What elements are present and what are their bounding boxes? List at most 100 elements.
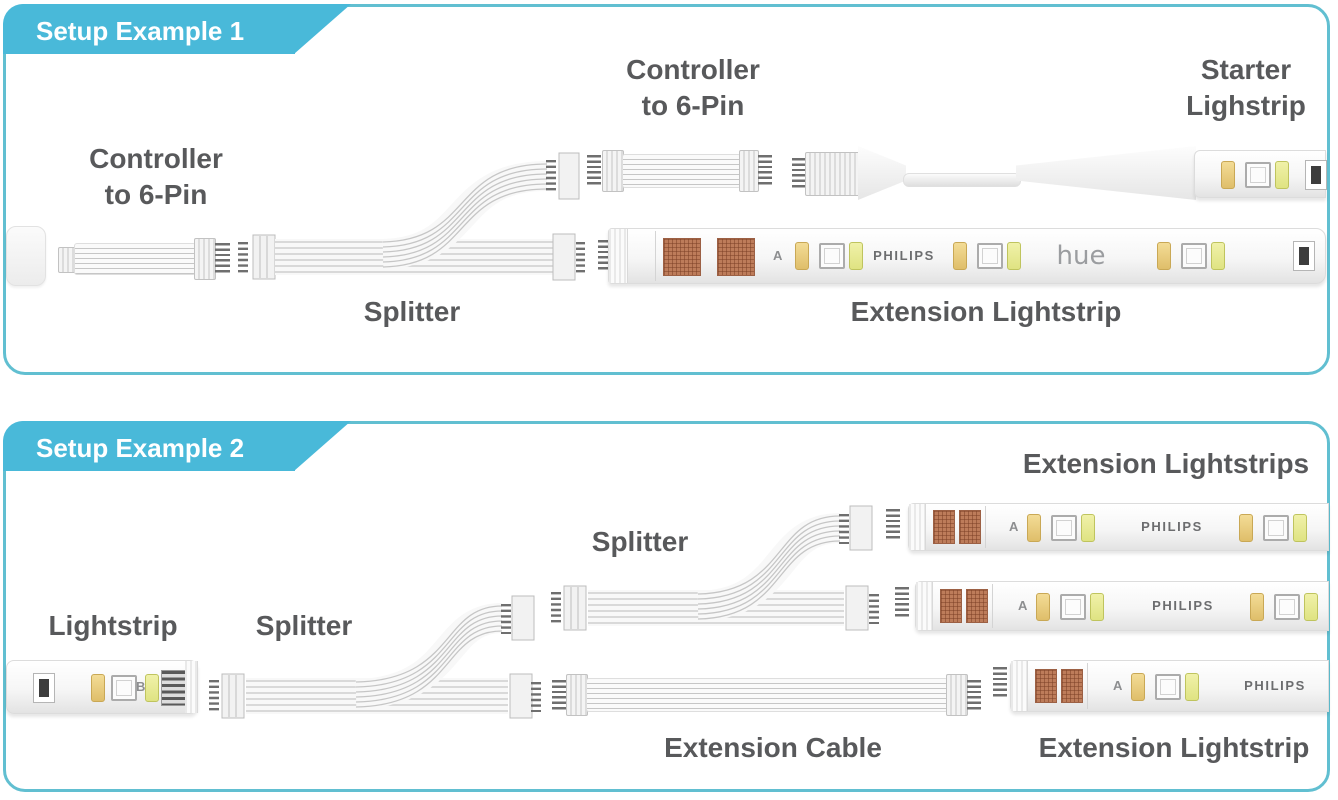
connector-pins	[993, 667, 1007, 699]
copper-pad	[717, 238, 755, 276]
six-pin-connector	[509, 673, 533, 719]
copper-pad	[663, 238, 701, 276]
setup-example-2-tab-slant	[294, 421, 351, 471]
chip-module	[819, 243, 845, 269]
led-module	[1090, 593, 1104, 621]
led-module	[1221, 161, 1235, 189]
lightstrip: B	[6, 660, 198, 714]
six-pin-connector	[849, 505, 873, 551]
ribbon-cable	[622, 154, 741, 188]
connector-pins	[792, 158, 805, 188]
splitter-cable-lower	[209, 595, 541, 719]
cut-mark-a: A	[1009, 519, 1019, 534]
thin-cable	[903, 173, 1021, 187]
copper-pad	[933, 510, 955, 544]
connector-pins	[895, 587, 909, 619]
six-pin-connector	[558, 152, 580, 200]
connector-pins	[552, 680, 566, 710]
six-pin-connector	[511, 595, 535, 641]
chip-module	[1245, 162, 1271, 188]
setup-example-2-tab	[3, 421, 295, 471]
connector-pins	[967, 680, 981, 710]
strip-end-cap	[916, 582, 933, 630]
splitter-upper-label: Splitter	[591, 526, 689, 557]
led-module	[1239, 514, 1253, 542]
lightstrip-label: Lightstrip	[48, 610, 178, 641]
six-pin-connector	[194, 238, 216, 280]
extension-lightstrip-label: Extension Lightstrip	[850, 296, 1122, 327]
copper-pad	[940, 589, 962, 623]
strip-end-cap	[909, 504, 926, 550]
hue-logo: hue	[1056, 241, 1106, 271]
led-module	[1081, 514, 1095, 542]
extension-lightstrip-3-label: Extension Lightstrip	[1038, 732, 1310, 763]
splitter-branch	[697, 513, 841, 621]
connector-pins	[886, 509, 900, 541]
six-pin-connector	[739, 150, 759, 192]
setup-example-2-title: Setup Example 2	[36, 433, 245, 463]
starter-lightstrip-label: Starter Lighstrip	[1186, 54, 1306, 121]
cable-funnel	[1016, 146, 1196, 200]
controller-end-block	[6, 226, 46, 286]
six-pin-connector	[552, 233, 576, 281]
controller-to-6pin-top-label: Controller to 6-Pin	[626, 54, 760, 121]
ribbon-cable	[74, 243, 196, 275]
copper-pad	[1061, 669, 1083, 703]
setup-example-1-title: Setup Example 1	[36, 16, 245, 46]
led-module	[1211, 242, 1225, 270]
led-module	[1007, 242, 1021, 270]
six-pin-connector	[563, 585, 587, 631]
led-module	[1275, 161, 1289, 189]
setup-example-1-panel: Setup Example 1 Controller to 6-Pin	[3, 4, 1330, 375]
strip-end-cap	[1011, 661, 1028, 711]
extension-cable-label: Extension Cable	[664, 732, 882, 763]
strip-connector-grid	[161, 670, 187, 706]
dark-component	[1293, 241, 1315, 271]
extension-lightstrips-label: Extension Lightstrips	[1022, 448, 1310, 479]
led-module	[849, 242, 863, 270]
splitter-cable	[238, 152, 585, 281]
starter-strip-segment	[1194, 150, 1327, 198]
led-module	[1036, 593, 1050, 621]
led-module	[1185, 673, 1199, 701]
led-module	[1131, 673, 1145, 701]
setup-example-1-tab	[3, 4, 295, 54]
cut-mark-b: B	[136, 679, 146, 694]
connector-pins	[587, 155, 601, 185]
strip-end-cap	[185, 661, 198, 713]
six-pin-connector	[805, 152, 861, 196]
six-pin-connector	[946, 674, 968, 716]
lightstrip-body: A PHILIPS	[908, 503, 1329, 551]
copper-pad	[1035, 669, 1057, 703]
chip-module	[977, 243, 1003, 269]
copper-pad	[959, 510, 981, 544]
connector-pins	[758, 155, 772, 185]
led-module	[1027, 514, 1041, 542]
ribbon-cable	[586, 678, 948, 712]
chip-module	[1181, 243, 1207, 269]
dark-component	[33, 673, 55, 703]
philips-logo: PHILIPS	[1141, 519, 1203, 534]
led-module	[795, 242, 809, 270]
led-module	[953, 242, 967, 270]
chip-module	[1263, 515, 1289, 541]
cut-mark-a: A	[773, 248, 783, 263]
lightstrip-body: A PHILIPS	[1010, 660, 1329, 712]
cut-mark-a: A	[1113, 678, 1123, 693]
led-module	[1304, 593, 1318, 621]
splitter-label: Splitter	[363, 296, 461, 327]
lightstrip-body: A PHILIPS hue	[608, 228, 1326, 284]
chip-module	[1274, 594, 1300, 620]
connector-pins	[215, 243, 230, 273]
six-pin-connector	[845, 585, 869, 631]
cut-mark-a: A	[1018, 598, 1028, 613]
splitter-lower-label: Splitter	[255, 610, 353, 641]
led-module	[145, 674, 159, 702]
led-module	[1157, 242, 1171, 270]
cable-funnel	[858, 146, 906, 200]
controller-to-6pin-left-label: Controller to 6-Pin	[89, 143, 223, 210]
philips-logo: PHILIPS	[1244, 678, 1306, 693]
six-pin-connector	[221, 673, 245, 719]
setup-example-2-panel: Setup Example 2 Extension Lightstrips A …	[3, 421, 1330, 792]
